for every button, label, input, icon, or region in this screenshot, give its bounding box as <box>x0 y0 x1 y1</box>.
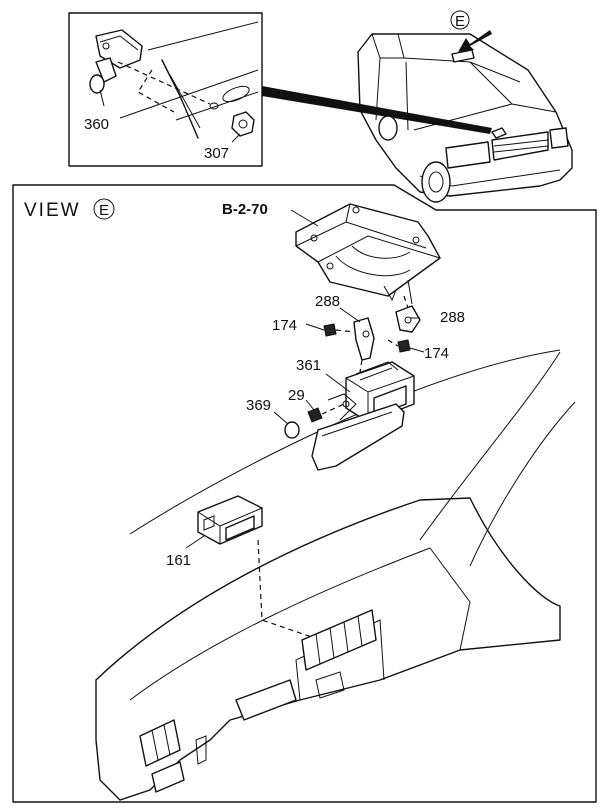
label-361: 361 <box>296 357 321 374</box>
mounting-bracket <box>295 203 441 305</box>
part-288-right-bracket <box>395 295 421 333</box>
callout-circle-e <box>450 10 470 30</box>
inset-detail: 360 307 <box>68 12 263 167</box>
label-369: 369 <box>246 397 271 414</box>
label-174-right: 174 <box>424 345 449 362</box>
slot-hole <box>222 85 250 103</box>
screw-29 <box>307 400 350 423</box>
view-callout-circle <box>93 198 115 220</box>
truck-illustration: E <box>357 10 573 203</box>
rear-view-mirror <box>311 393 405 471</box>
view-callout-e: E <box>99 202 109 219</box>
part-161-switch <box>197 495 263 545</box>
part-307-nut <box>231 111 255 137</box>
dashboard <box>95 497 561 801</box>
label-288-left: 288 <box>315 293 340 310</box>
truck-callout-e: E <box>455 13 465 30</box>
label-161: 161 <box>166 552 191 569</box>
left-vent <box>139 719 181 767</box>
label-174-left: 174 <box>272 317 297 334</box>
view-label: VIEW <box>24 200 81 221</box>
label-307: 307 <box>204 145 229 162</box>
part-360-switch <box>89 29 143 94</box>
label-b-2-70: B-2-70 <box>222 201 268 218</box>
cap-369 <box>284 421 300 439</box>
label-288-right: 288 <box>440 309 465 326</box>
view-arrow <box>458 30 492 52</box>
label-29: 29 <box>288 387 305 404</box>
center-vent <box>301 609 377 671</box>
view-frame <box>12 184 597 803</box>
roof-lamp <box>451 49 475 63</box>
part-288-left-bracket <box>353 317 375 373</box>
screw-174-right <box>387 339 411 353</box>
screw-174-left <box>323 323 355 337</box>
label-360: 360 <box>84 116 109 133</box>
